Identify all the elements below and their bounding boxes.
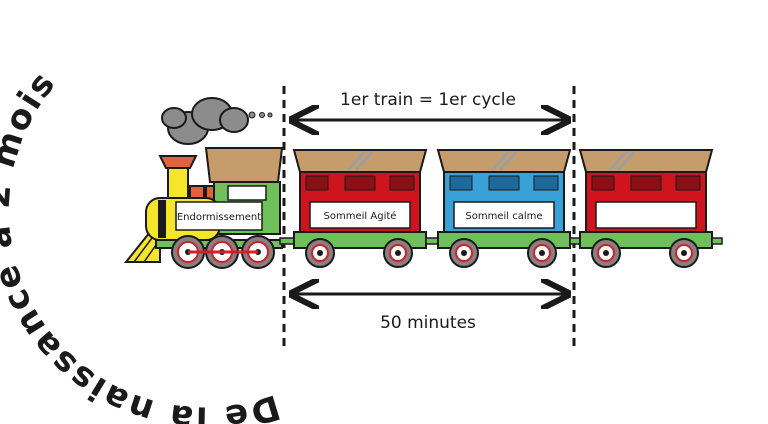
wagon-sommeil-calme: Sommeil calme [436, 149, 585, 268]
wagon-wheel [527, 238, 557, 268]
wagon-wheel [669, 238, 699, 268]
wagon-wheel [591, 238, 621, 268]
smoke-cloud [161, 97, 273, 145]
wagon-wheel [449, 238, 479, 268]
locomotive: Endormissement [123, 147, 295, 269]
duration-label: 50 minutes [380, 313, 476, 333]
wagon-sommeil-agite: Sommeil Agité [292, 149, 441, 268]
loco-wheel [241, 235, 275, 269]
wagon-1-label: Sommeil Agité [324, 210, 397, 222]
cycle-label: 1er train = 1er cycle [340, 90, 516, 110]
locomotive-label: Endormissement [177, 212, 261, 223]
wagon-2-label: Sommeil calme [465, 211, 542, 222]
wagon-wheel [305, 238, 335, 268]
wagon-wheel [383, 238, 413, 268]
wagon-next-cycle [578, 149, 723, 268]
